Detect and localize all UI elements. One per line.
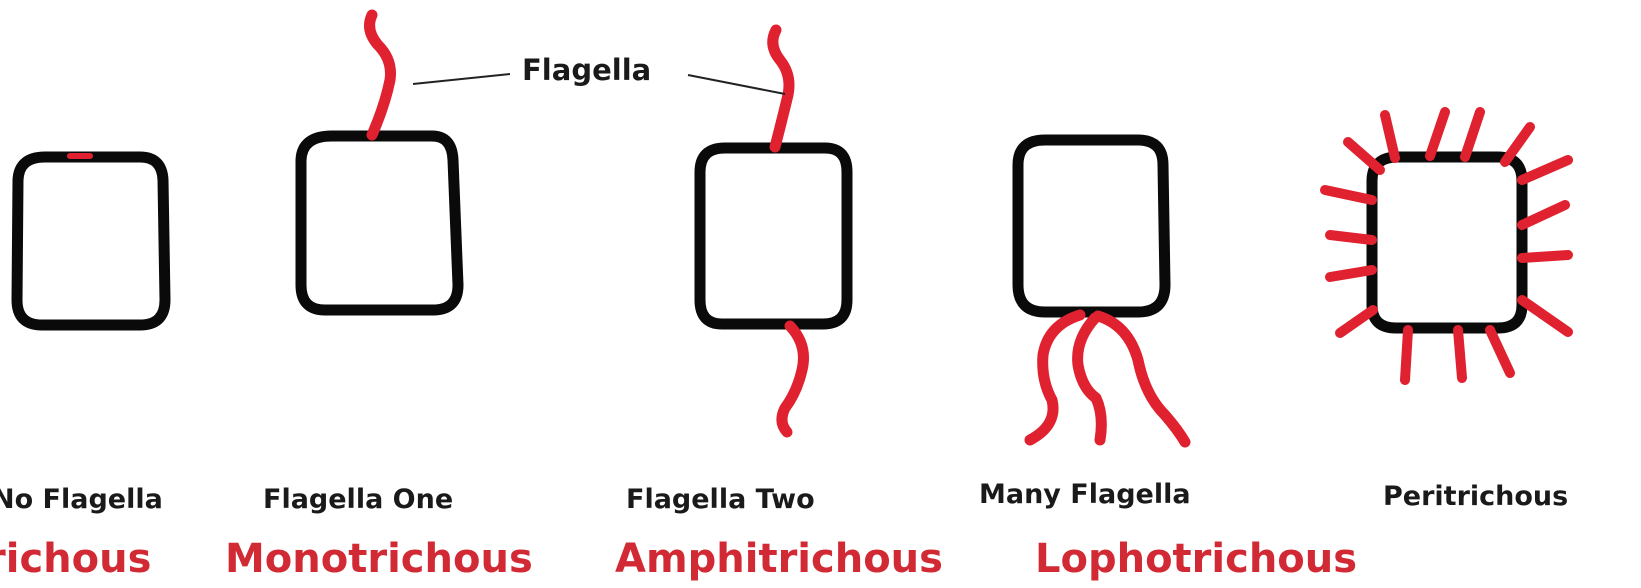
cell-body [11,151,171,331]
cell-body [1012,134,1171,318]
label-peritrichous: Peritrichous [1383,481,1568,512]
flagellum [364,9,396,141]
cell-amphitrichous [694,24,853,438]
flagellum [1517,295,1573,337]
flagellum [1400,325,1413,385]
flagellum [1325,265,1377,282]
flagellum-top [767,24,795,153]
flagella-annotation: Flagella [412,53,786,95]
cell-no-flagella [11,151,171,331]
flagellum-2 [1072,312,1107,446]
flagellum [1500,122,1535,167]
cell-body [694,142,853,330]
flagellum [1320,185,1377,205]
term-amphitrichous: Amphitrichous [615,536,943,582]
flagellum [1517,200,1570,230]
flagellum [1380,110,1400,163]
term-monotrichous: Monotrichous [225,536,533,582]
peritrichous-flagella [1320,107,1573,385]
flagellum [1325,230,1377,245]
flagellum [1517,250,1573,263]
leader-line-right [687,74,786,95]
term-richous: richous [0,536,151,582]
flagellum-3 [1092,310,1191,448]
cell-body [1366,151,1528,334]
flagellum [1343,137,1385,175]
cell-monotrichous [295,9,464,316]
flagellum [1460,107,1485,162]
cell-body [295,130,464,316]
flagellum [1335,305,1378,338]
label-many-flagella: Many Flagella [979,479,1191,510]
annotation-text: Flagella [522,53,651,87]
leader-line-left [412,73,511,85]
label-flagella-two: Flagella Two [626,484,815,515]
label-flagella-one: Flagella One [263,484,453,515]
flagellum [1453,325,1467,383]
term-lophotrichous: Lophotrichous [1035,536,1357,582]
flagellum [1425,107,1450,161]
cell-lophotrichous [1012,134,1191,448]
flagellum [1485,325,1515,378]
cell-peritrichous [1320,107,1573,385]
flagellum-bottom [776,320,809,438]
flagellum-1 [1024,309,1086,446]
flagellum [1517,155,1573,185]
label-no-flagella: No Flagella [0,484,163,515]
